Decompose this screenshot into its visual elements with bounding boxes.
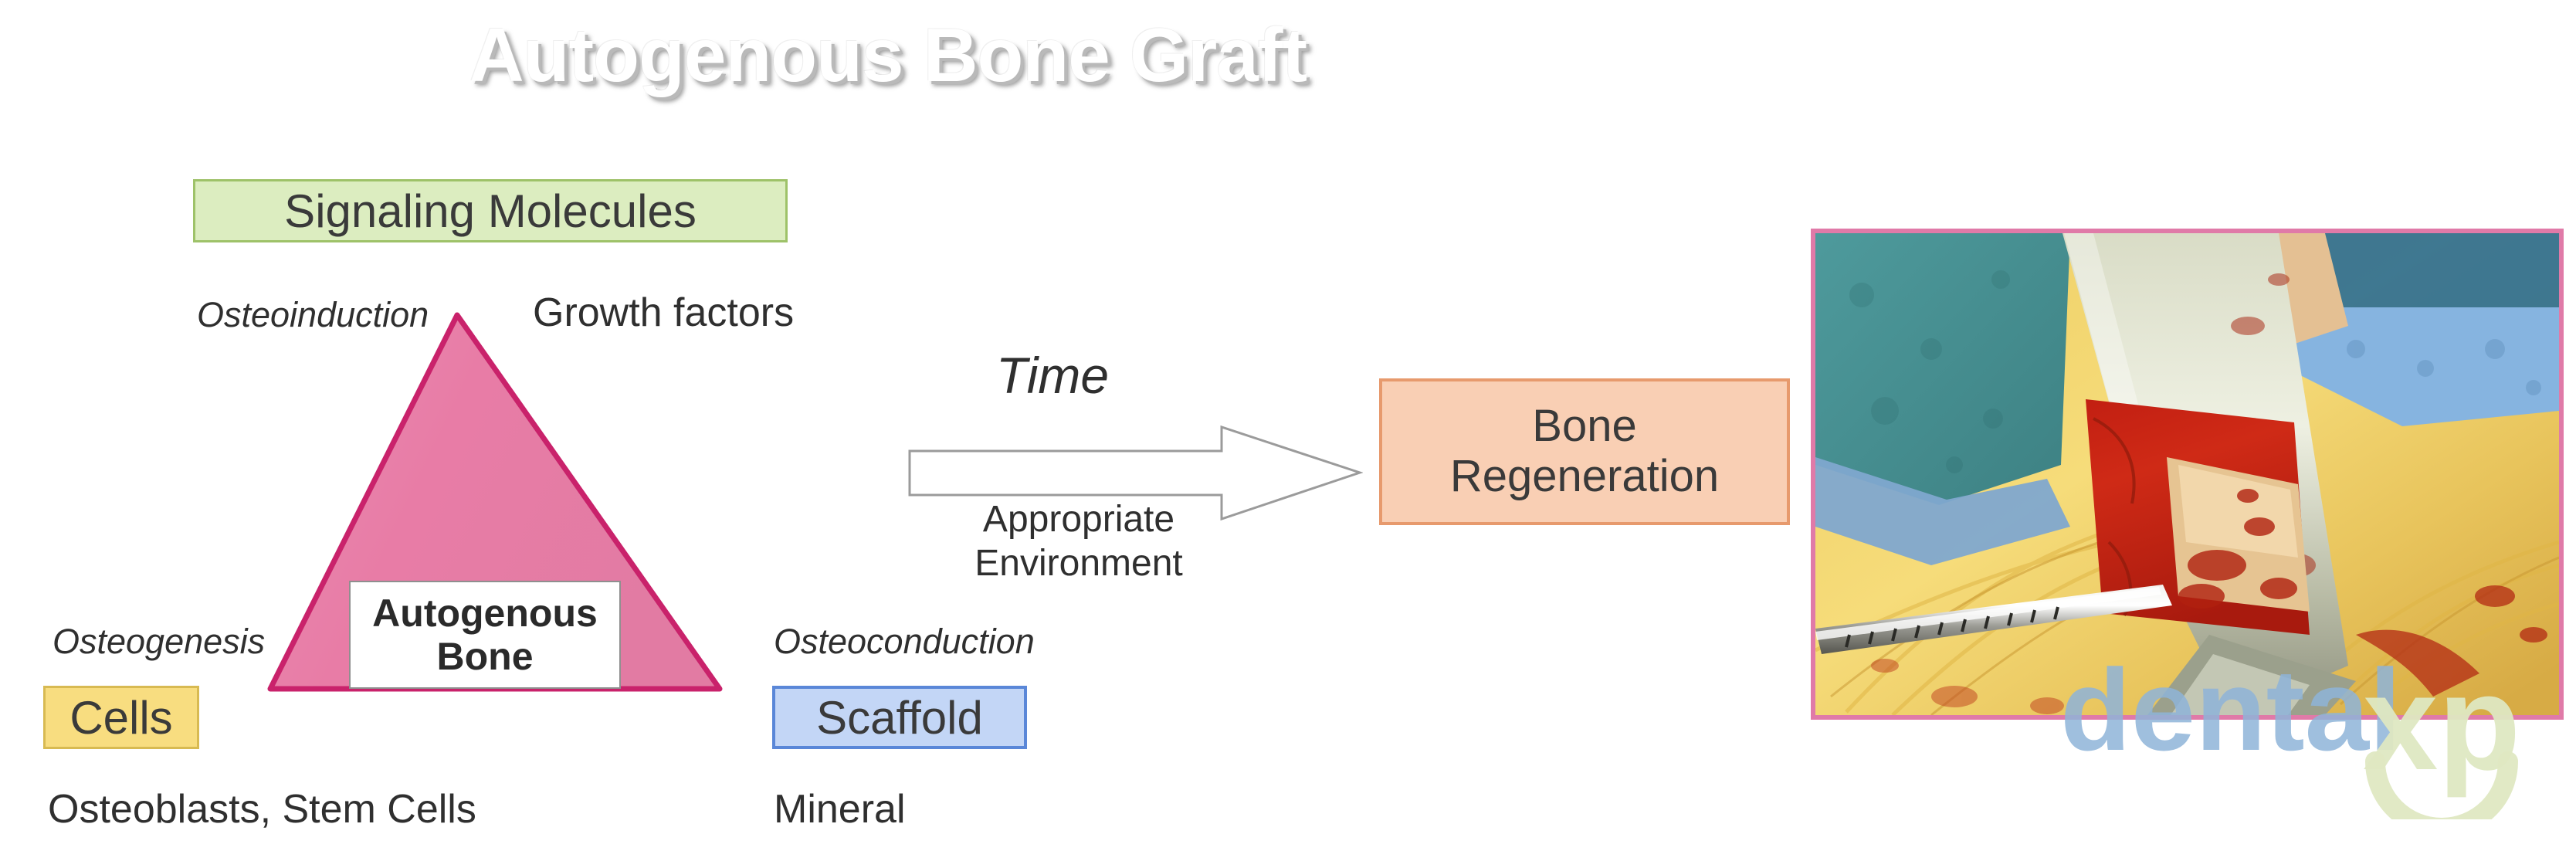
triangle-center-label: Autogenous Bone xyxy=(349,581,621,689)
vertex-box-cells[interactable]: Cells xyxy=(43,686,199,749)
triangle-center-label-line2: Bone xyxy=(436,635,534,678)
process-label-osteogenesis: Osteogenesis xyxy=(53,622,266,661)
page-title: Autogenous Bone Graft xyxy=(469,12,1307,97)
process-label-osteoconduction: Osteoconduction xyxy=(774,622,1035,661)
triangle-center-label-line1: Autogenous xyxy=(372,592,598,635)
result-label-line2: Regeneration xyxy=(1449,451,1720,501)
flow-label-appropriate-environment: Appropriate Environment xyxy=(974,499,1183,584)
example-label-mineral: Mineral xyxy=(774,787,906,832)
surgical-photo xyxy=(1811,229,2564,720)
result-label-line1: Bone xyxy=(1532,401,1637,452)
process-label-osteoinduction: Osteoinduction xyxy=(197,295,429,334)
flow-label-time: Time xyxy=(996,347,1110,404)
example-label-growth-factors: Growth factors xyxy=(533,290,795,335)
right-block-arrow-icon xyxy=(907,423,1363,524)
watermark-smile-icon xyxy=(2365,751,2518,819)
result-box-bone-regeneration[interactable]: Bone Regeneration xyxy=(1379,378,1790,525)
vertex-box-scaffold[interactable]: Scaffold xyxy=(772,686,1027,749)
example-label-osteoblasts-stem-cells: Osteoblasts, Stem Cells xyxy=(48,787,476,832)
vertex-box-signaling-molecules[interactable]: Signaling Molecules xyxy=(193,179,788,242)
